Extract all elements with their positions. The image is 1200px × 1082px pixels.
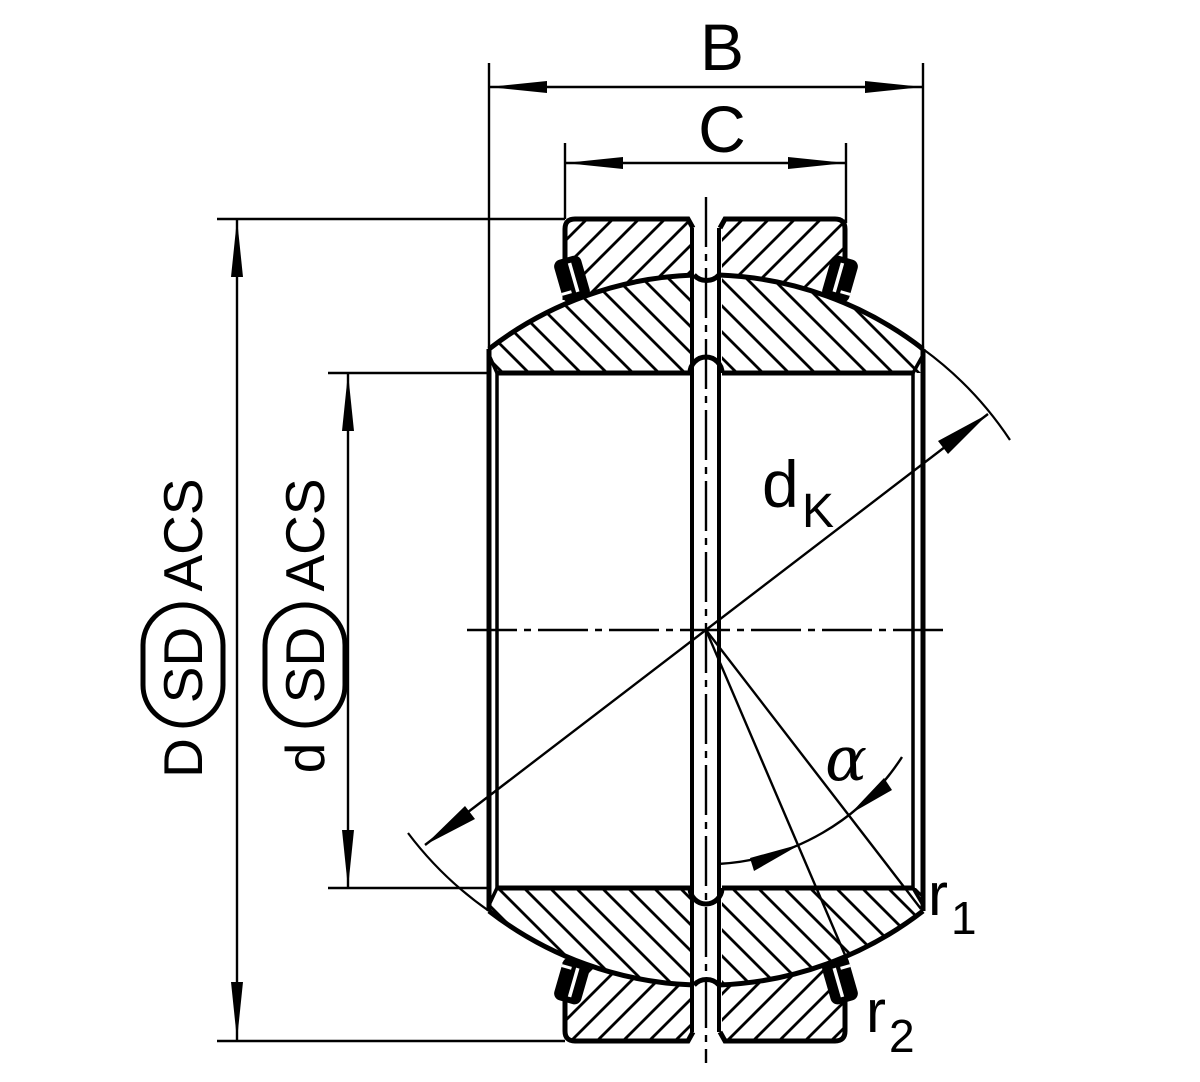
arrow-D-top [231,219,243,277]
label-D-acs: ACS [152,478,214,591]
seal-top-right [822,255,858,303]
arrow-alpha-left [750,844,801,871]
arrow-B-left [489,81,547,93]
seal-bottom-right [822,957,858,1005]
sphere-extension-arcs [407,348,1011,912]
seals [554,255,858,1005]
dim-D-lines [217,217,565,1043]
label-dk: d K [762,447,834,538]
label-D: D [152,738,214,778]
label-r2-sub: 2 [889,1010,915,1062]
arrowheads [231,81,988,1040]
label-B: B [700,10,744,84]
tilt-line-a [704,629,850,963]
arrow-alpha-right [850,778,892,814]
label-dk-sub: K [802,485,834,538]
label-alpha: α [825,722,867,795]
arrow-d-top [342,373,354,431]
dim-B-lines [487,63,925,349]
label-r1: r 1 [928,861,977,944]
label-dk-main: d [762,447,799,521]
label-C: C [698,92,746,166]
label-D-sd: SD [152,627,214,703]
tilt-line-b [705,629,922,910]
arrow-B-right [865,81,923,93]
label-r2: r 2 [866,978,915,1062]
arrow-d-bottom [342,830,354,888]
label-d: d [274,743,336,774]
label-d-sd: SD [274,627,336,703]
label-r2-main: r [866,978,886,1045]
outer-ring-outline [562,216,848,1044]
seal-top-left [554,255,590,303]
label-r1-sub: 1 [951,892,977,944]
arrow-D-bottom [231,982,243,1040]
arrow-dk-upper [938,414,988,454]
label-D-row: D SD ACS [140,478,226,778]
sd-badge-outline [262,602,348,728]
dim-d-lines [328,371,489,890]
arrow-dk-lower [425,806,475,845]
sd-badge-outline [140,602,226,728]
label-d-row: d SD ACS [262,478,348,774]
dim-dk-line [424,413,989,846]
arrow-C-right [788,157,846,169]
labels: B C D SD ACS d SD ACS d K α r 1 [140,10,977,1062]
label-d-acs: ACS [274,478,336,591]
seal-bottom-left [554,957,590,1005]
label-r1-main: r [928,861,948,928]
dimension-lines [217,63,989,1043]
arrow-C-left [565,157,623,169]
